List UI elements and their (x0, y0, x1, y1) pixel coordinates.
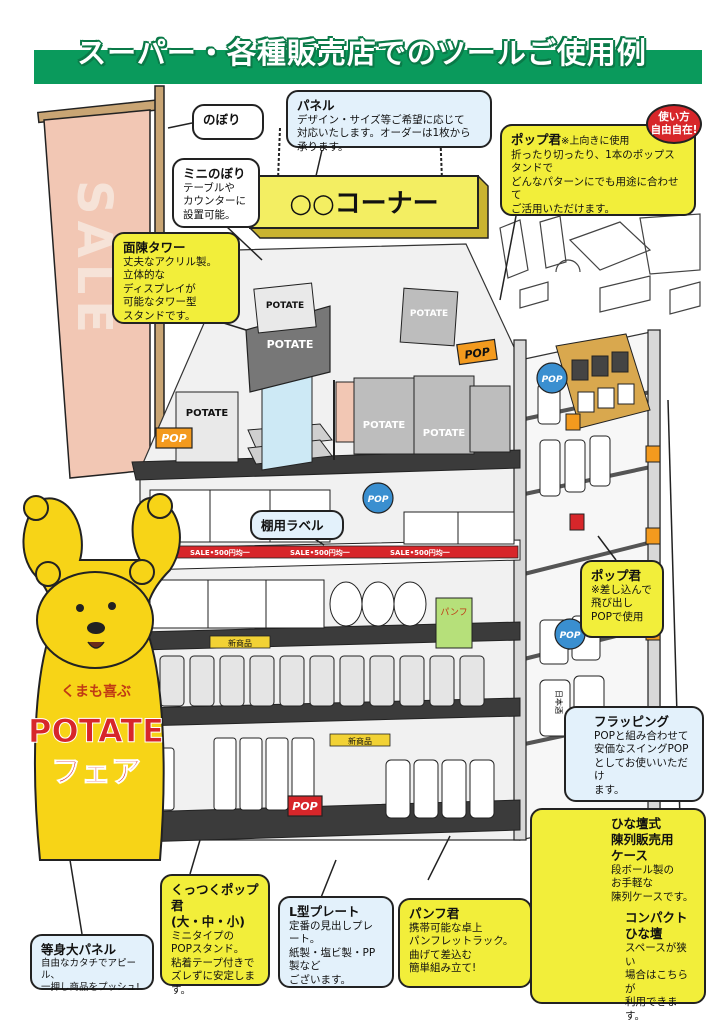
svg-text:POP: POP (368, 495, 389, 505)
callout-life-size-panel-body: 自由なカタチでアピール、 一押し商品をプッシュ! (41, 958, 140, 994)
callout-pop-kun-top-title: ポップ君※上向きに使用 (511, 132, 685, 149)
callout-pop-kun-top-title-main: ポップ君 (511, 132, 562, 147)
callout-pop-kun-top-body: 折ったり切ったり、1本のポップスタンドで どんなパターンにでも用途に合わせて ご… (511, 148, 679, 215)
callout-panel-title: パネル (297, 98, 335, 113)
pamphlet-label: パンフ (440, 607, 467, 618)
corner-sign-text: ○○コーナー (289, 189, 438, 219)
svg-text:POP: POP (292, 800, 317, 813)
callout-menchin-tower-title: 面陳タワー (123, 240, 186, 255)
page-title: スーパー・各種販売店でのツールご使用例 (77, 36, 647, 70)
hanging-panel: ○○コーナー (249, 127, 489, 239)
pop-tag-orange-1: POP (456, 338, 498, 366)
callout-panfu-kun-title: パンフ君 (409, 906, 460, 921)
callout-menchin-tower-body: 丈夫なアクリル製。 立体的な ディスプレイが 可能なタワー型 スタンドです。 (123, 256, 217, 322)
callout-kuttsuku-pop-body: ミニタイプの POPスタンド。 粘着テープ付きで ズレずに安定します。 (171, 930, 255, 996)
pop-tags: POP POP POP POP POP POP (155, 338, 661, 817)
callout-menchin-tower: 面陳タワー 丈夫なアクリル製。 立体的な ディスプレイが 可能なタワー型 スタン… (112, 232, 240, 324)
callout-mini-nobori: ミニのぼり テーブルや カウンターに 設置可能。 (172, 158, 260, 228)
callout-pop-kun-side-title: ポップ君 (591, 568, 642, 583)
bottle-label: 日本酒 (554, 690, 564, 714)
pop-tag-blue-3: POP (554, 618, 586, 650)
callout-pop-kun-side: ポップ君 ※差し込んで 飛び出し POPで使用 (580, 560, 664, 638)
callout-pop-kun-side-body: ※差し込んで 飛び出し POPで使用 (591, 584, 652, 623)
usage-badge-line2: 自由自在! (650, 123, 698, 136)
shelf-strip-2: SALE•500円均一 (290, 548, 350, 557)
shelf-strip-3: SALE•500円均一 (390, 548, 450, 557)
callout-nobori-title: のぼり (203, 112, 241, 127)
callout-flapping-body: POPと組み合わせて 安価なスイングPOP としてお使いいただけ ます。 (594, 730, 689, 796)
bear-title: POTATE (28, 712, 164, 750)
svg-text:POP: POP (542, 375, 563, 385)
bear-subtitle: フェア (51, 755, 141, 790)
callout-panel: パネル デザイン・サイズ等ご希望に応じて 対応いたします。オーダーは1枚から承り… (286, 90, 492, 153)
callout-flapping: フラッピング POPと組み合わせて 安価なスイングPOP としてお使いいただけ … (564, 706, 704, 802)
callout-mini-nobori-title: ミニのぼり (183, 166, 246, 181)
callout-flapping-title: フラッピング (594, 714, 670, 729)
callout-shelf-label-title: 棚用ラベル (261, 518, 324, 533)
pop-tag-blue-2: POP (362, 482, 394, 514)
header-bar (34, 50, 702, 84)
pop-tag-small-1 (565, 413, 581, 431)
bear-tagline: くまも喜ぶ (61, 683, 131, 700)
callout-life-size-panel: 等身大パネル 自由なカタチでアピール、 一押し商品をプッシュ! (30, 934, 154, 993)
callout-life-size-panel-title: 等身大パネル (41, 942, 117, 957)
callout-l-plate-body: 定番の見出しプレート。 紙製・塩ビ製・PP製など ございます。 (289, 920, 376, 986)
pop-tag-blue-1: POP (536, 362, 568, 394)
product-name-3: POTATE (423, 428, 466, 439)
callout-compact-hinadan-body: スペースが狭い 場合はこちらが 利用できます。 (625, 942, 688, 1022)
pop-tag-small-4 (645, 527, 661, 545)
callout-l-plate: L型プレート 定番の見出しプレート。 紙製・塩ビ製・PP製など ございます。 (278, 896, 394, 988)
callout-shelf-label: 棚用ラベル (250, 510, 344, 540)
pop-tag-small-2 (645, 445, 661, 463)
bear-panel: くまも喜ぶ POTATE フェア (22, 493, 181, 861)
svg-text:POP: POP (560, 631, 581, 641)
product-name-tower: POTATE (267, 338, 314, 351)
callout-hinadan: ひな壇式 陳列販売用 ケース 段ボール製の お手軽な 陳列ケースです。 コンパク… (530, 808, 706, 1022)
pop-tag-red-1: POP (287, 795, 323, 817)
callout-compact-hinadan-title: コンパクト ひな壇 (625, 910, 688, 942)
callout-panfu-kun: パンフ君 携帯可能な卓上 パンフレットラック。 曲げて差込む 簡単組み立て! (398, 898, 532, 988)
product-name-4: POTATE (266, 301, 304, 311)
callout-nobori: のぼり (192, 104, 264, 140)
svg-text:POP: POP (161, 432, 186, 445)
callout-pop-kun-top-note: ※上向きに使用 (561, 136, 630, 147)
callout-mini-nobori-body: テーブルや カウンターに 設置可能。 (183, 182, 246, 221)
usage-badge-line1: 使い方 (658, 111, 690, 123)
callout-panel-body: デザイン・サイズ等ご希望に応じて 対応いたします。オーダーは1枚から承ります。 (297, 114, 471, 153)
callout-hinadan-body: 段ボール製の お手軽な 陳列ケースです。 (611, 864, 694, 903)
pop-stand-sketches (499, 213, 701, 315)
callout-kuttsuku-pop: くっつくポップ君 (大・中・小) ミニタイプの POPスタンド。 粘着テープ付き… (160, 874, 270, 996)
usage-badge: 使い方 自由自在! (646, 104, 702, 144)
pop-tag-orange-2: POP (155, 427, 193, 449)
product-name-5: POTATE (410, 309, 448, 319)
new-item-label-1: 新商品 (228, 638, 252, 648)
callout-kuttsuku-pop-title: くっつくポップ君 (大・中・小) (171, 882, 259, 929)
shelf-strip-1: SALE•500円均一 (190, 548, 250, 557)
callout-hinadan-title: ひな壇式 陳列販売用 ケース (611, 816, 674, 863)
svg-text:POP: POP (464, 345, 491, 361)
callout-l-plate-title: L型プレート (289, 904, 360, 919)
callout-pop-kun-top: ポップ君※上向きに使用 折ったり切ったり、1本のポップスタンドで どんなパターン… (500, 124, 696, 216)
callout-panfu-kun-body: 携帯可能な卓上 パンフレットラック。 曲げて差込む 簡単組み立て! (409, 922, 514, 975)
product-name-2: POTATE (363, 420, 406, 431)
pop-tag-small-3 (569, 513, 585, 531)
product-name-1: POTATE (186, 408, 229, 419)
new-item-label-2: 新商品 (348, 736, 372, 746)
